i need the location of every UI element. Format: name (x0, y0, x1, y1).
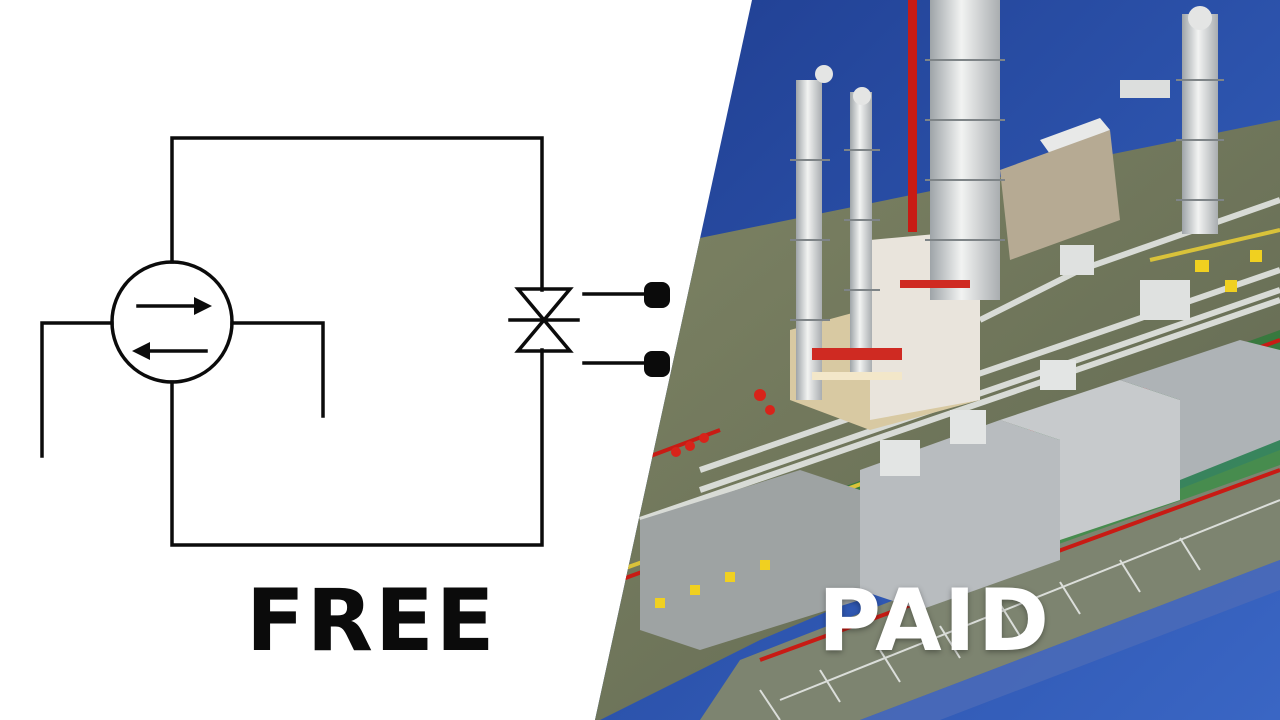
plant-3d-model (595, 0, 1280, 720)
lower-truss-frame (759, 499, 1280, 720)
terminal-dot-bottom (644, 351, 670, 377)
arrow-left-head (132, 342, 150, 360)
pump-schematic (40, 136, 654, 547)
free-label: FREE (246, 571, 497, 671)
loop-top-line (170, 136, 544, 292)
flare-stack (908, 0, 917, 232)
yellow-markers (655, 250, 1262, 608)
loop-bottom-line (170, 348, 544, 547)
terminal-dot-top (644, 282, 670, 308)
inlet-line (40, 321, 114, 458)
arrow-right-head (194, 297, 212, 315)
tower-platforms (790, 59, 1224, 321)
tower-base-band (812, 280, 970, 380)
distillation-towers (796, 0, 1218, 400)
equipment-modules (640, 118, 1280, 650)
paid-label: PAID (818, 571, 1052, 671)
terminal-dots (132, 282, 670, 377)
circulation-pump-icon (110, 260, 234, 384)
gate-valve-icon (514, 287, 574, 353)
outlet-line (230, 321, 325, 418)
hull-edge (860, 560, 1280, 720)
